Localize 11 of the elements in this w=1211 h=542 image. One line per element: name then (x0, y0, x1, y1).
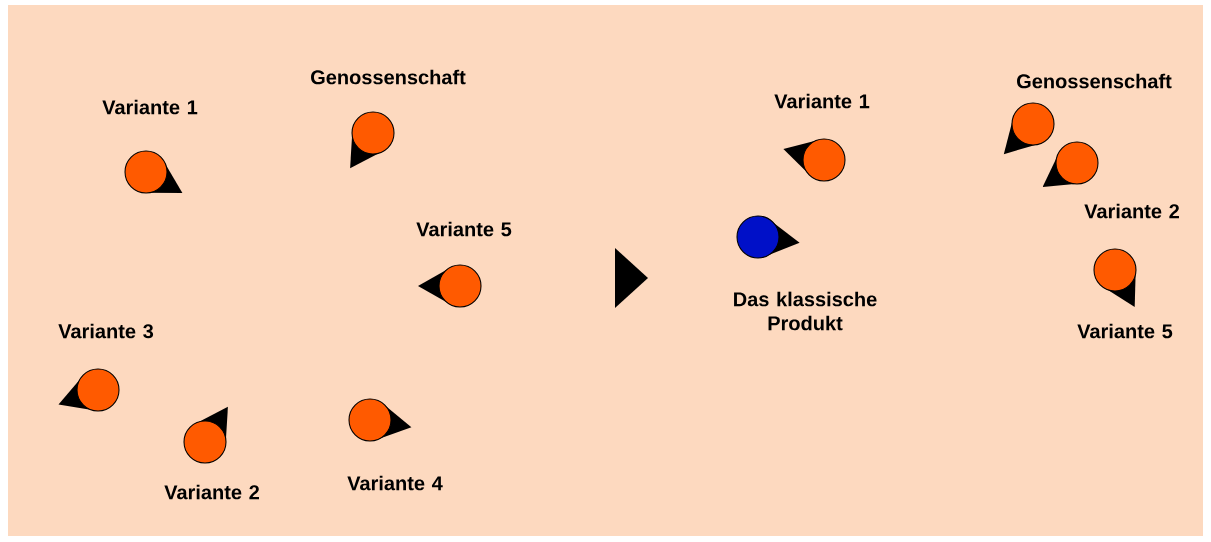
pin-label: Variante 1 (102, 99, 198, 115)
pin-label: Variante 2 (164, 484, 259, 500)
pin-label: Variante 5 (416, 221, 512, 237)
pin-label: Variante 1 (774, 93, 870, 109)
pin-label: Variante 3 (58, 323, 154, 339)
pin-label: Das klassische Produkt (734, 291, 877, 331)
pin-label: Genossenschaft (1017, 73, 1172, 89)
pin-label: Variante 5 (1077, 323, 1173, 339)
pin-label: Genossenschaft (311, 69, 466, 85)
pin-label: Variante 4 (347, 475, 443, 491)
pin-label: Variante 2 (1084, 203, 1179, 219)
